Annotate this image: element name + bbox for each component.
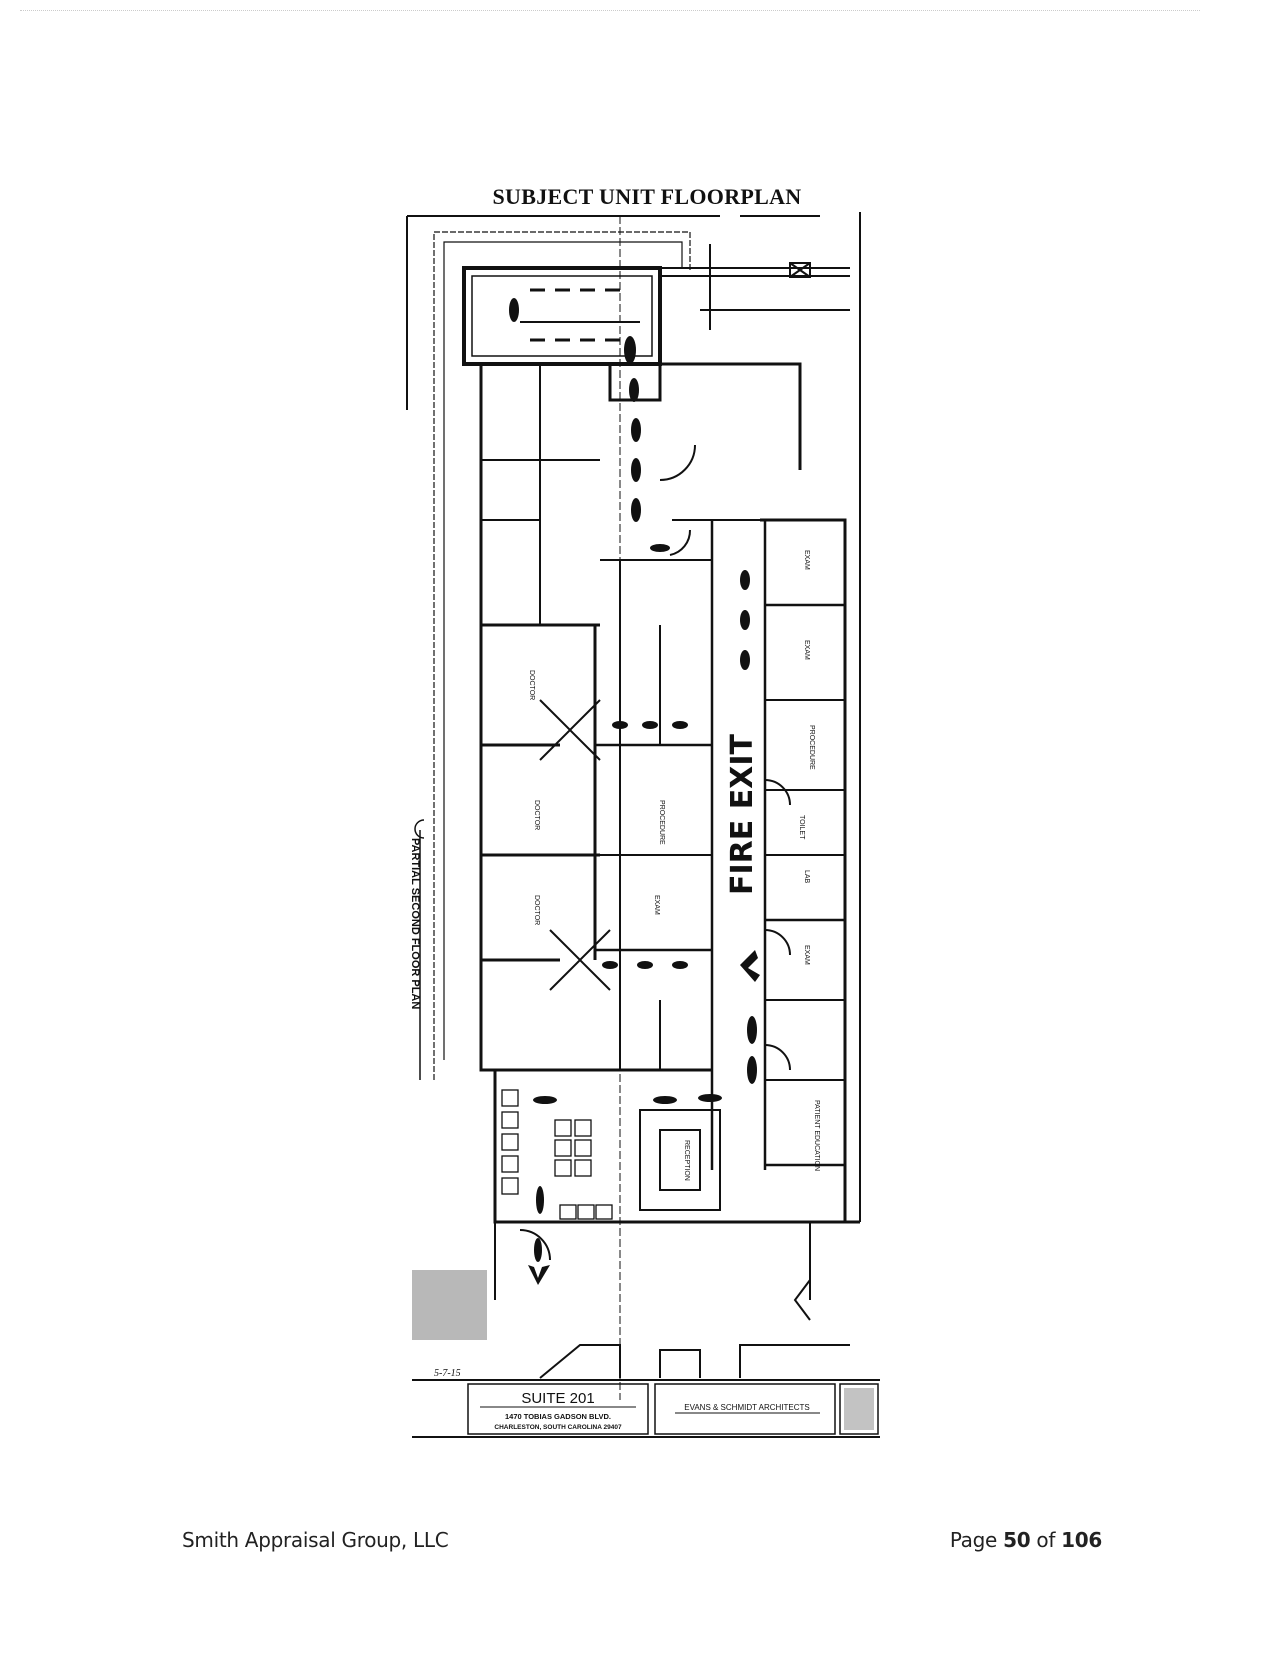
room-label: DOCTOR (528, 670, 535, 700)
fire-exit-path (509, 298, 760, 1285)
room-label: TOILET (798, 815, 805, 840)
scan-noise (412, 1270, 487, 1340)
title-block-architect-box (654, 1383, 836, 1435)
partial-second-floor-label: PARTIAL SECOND FLOOR PLAN (409, 838, 421, 1009)
room-label: PROCEDURE (808, 725, 815, 770)
room-label: EXAM (803, 945, 810, 965)
page-title: SUBJECT UNIT FLOORPLAN (492, 184, 802, 209)
page-number: 50 (1003, 1528, 1031, 1552)
room-label: DOCTOR (533, 800, 540, 830)
handwritten-note: 5-7-15 (434, 1368, 461, 1379)
suite-label: SUITE 201 (521, 1390, 594, 1407)
room-label: RECEPTION (683, 1140, 690, 1181)
architect-seal (844, 1388, 874, 1430)
room-label: EXAM (653, 895, 660, 915)
address-line-2: CHARLESTON, SOUTH CAROLINA 29407 (494, 1424, 622, 1431)
page-total: 106 (1061, 1528, 1102, 1552)
architect-name: EVANS & SCHMIDT ARCHITECTS (684, 1403, 810, 1412)
page-of: of (1036, 1528, 1056, 1552)
scan-artifact-line (20, 10, 1200, 11)
page-prefix: Page (949, 1528, 998, 1552)
room-label: EXAM (803, 640, 810, 660)
address-line-1: 1470 TOBIAS GADSON BLVD. (505, 1412, 611, 1421)
fire-exit-label: FIRE EXIT (725, 734, 760, 895)
room-label: DOCTOR (533, 895, 540, 925)
footer-company: Smith Appraisal Group, LLC (182, 1528, 449, 1552)
title-block-suite-box (467, 1383, 649, 1435)
room-label: PROCEDURE (658, 800, 665, 845)
building-outline (479, 364, 860, 1224)
footer-page-number: Page 50 of 106 (950, 1528, 1102, 1552)
room-label: PATIENT EDUCATION (813, 1100, 820, 1171)
room-label: EXAM (803, 550, 810, 570)
column-icon (789, 262, 811, 278)
room-label: LAB (803, 870, 810, 884)
